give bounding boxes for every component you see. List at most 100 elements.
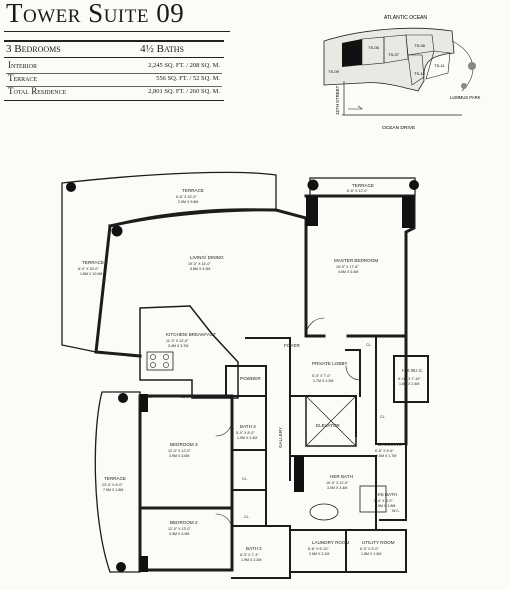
unit-tag: TS-09 [328,69,340,74]
shower [359,485,387,513]
bedroom2-dims: 12'-0" X 13'-0" [168,527,191,531]
specs-table: 3 Bedrooms 4½ Baths Interior 2,245 SQ. F… [4,40,224,101]
kitchen-wall [139,305,239,399]
terrace-metric: 2.0M X 9.8M [178,200,198,204]
elevator-shaft [305,395,357,447]
spec-label: Interior [8,60,37,70]
gallery-label: GALLERY [278,427,283,448]
living-label: LIVING/ DINING [190,255,224,260]
park-label: LUMMUS PARK [450,95,481,100]
bath2-metric: 1.9M X 2.2M [241,558,261,562]
bath3-wall [231,395,267,451]
column [140,556,148,572]
plan-title: Tower Suite 09 [6,0,185,28]
unit-outline [425,50,451,80]
wic-wall [393,355,429,403]
unit-outline [383,34,409,64]
terrace-label: TERRACE [352,183,374,188]
spec-divider [4,57,224,58]
door-swing [215,513,233,531]
laundry-dims: 8'-6" X 6'-10" [308,547,329,551]
living-dims: 19'-0" X 14'-0" [188,262,211,266]
terrace-metric: 7.0M X 1.8M [103,488,123,492]
lobby-dims: 5'-0" X 7'-0" [312,374,331,378]
spec-label: Terrace [8,73,38,83]
closet-label: CL. [380,415,386,419]
dw-label: DW [146,395,153,399]
his-bath-label: HIS BATH [376,492,397,497]
elevator-cross [305,395,357,447]
terrace-dims: 6'-6" X 12'-0" [347,189,368,193]
north-arrow-icon [348,105,363,110]
column [307,179,319,191]
lobby-metric: 1.7M X 2.2M [313,379,333,383]
street-label: 15TH STREET [335,85,340,115]
foyer-wall [245,337,357,437]
spec-row-interior: Interior 2,245 SQ. FT. / 208 SQ. M. [6,60,222,74]
dressing-dims: 6'-8" X 5'-6" [375,449,394,453]
utility-dims: 6'-0" X 5'-0" [360,547,379,551]
his-bath-dims: 5'-0" X 6'-0" [374,499,393,503]
ref-label: REF/FRZ [180,395,196,399]
spec-row-total: Total Residence 2,801 SQ. FT. / 260 SQ. … [6,86,222,99]
wc-label: W.C. [392,509,400,513]
spec-row-terrace: Terrace 556 SQ. FT. / 52 SQ. M. [6,73,222,87]
bedroom3-label: BEDROOM 3 [170,442,198,447]
foyer-label: FOYER [284,343,301,348]
bath2-wall [231,525,291,579]
closet-wall [231,449,267,491]
master-metric: 4.6M X 5.4M [338,270,358,274]
burner-icon [163,354,169,360]
cooktop [146,351,174,371]
bedrooms-count: 3 Bedrooms [6,43,61,55]
baths-count: 4½ Baths [140,43,184,55]
spec-value: 556 SQ. FT. / 52 SQ. M. [156,75,220,82]
unit-tag: TS-10 [414,71,426,76]
closet-wall [231,489,267,527]
unit-tag: TS-07 [388,52,400,57]
elevator-label: ELEVATOR [316,423,340,428]
living-wall [108,208,308,338]
spec-label: Total Residence [8,86,67,96]
door-swing [305,317,325,337]
door-swing [345,365,361,381]
closet-label: CL. [242,477,248,481]
key-plan: ATLANTIC OCEAN TS-06 TS-07 TS-08 TS-09 T… [323,15,481,131]
unit-tag: TS-06 [368,45,380,50]
dressing-label: DRESSING [378,442,402,447]
laundry-wall [289,529,347,573]
tree-icon [461,83,467,89]
title-rule [4,31,230,32]
bath3-metric: 1.5M X 2.4M [237,436,257,440]
column [294,456,304,492]
ocean-drive-label: OCEAN DRIVE [382,125,415,131]
his-bath-metric: 1.5M X 1.8M [375,504,395,508]
her-bath-dims: 10'-0" X 11'-0" [326,481,349,485]
column [140,394,148,412]
terrace-metric: 2.0M X 3.7M [349,194,369,198]
lobby-wall [345,349,361,397]
bath2-label: BATH 2 [246,546,262,551]
kitchen-label: KITCHEN/ BREAKFAST [166,332,216,337]
burner-icon [150,354,156,360]
dressing-metric: 2.0M X 1.7M [376,454,396,458]
bath3-label: BATH 3 [240,424,256,429]
bottom-terrace-outline [94,391,141,573]
master-dims: 15'-0" X 17'-8" [336,265,359,269]
terrace-label: TERRACE [82,260,104,265]
powder-wall [225,365,267,397]
column [402,196,414,228]
terrace-dims: 6'-6" X 32'-0" [176,195,197,199]
bedroom2-wall [138,506,234,572]
burner-icon [150,362,156,368]
bedroom2-label: BEDROOM 2 [170,520,198,525]
master-wall [304,194,416,338]
her-bath-wall [289,455,377,531]
her-bath-label: HER BATH [330,474,353,479]
closet-label: CL. [244,515,250,519]
column [116,562,126,572]
spec-value: 2,245 SQ. FT. / 208 SQ. M. [148,62,220,69]
laundry-label: LAUNDRY ROOM [312,540,350,545]
kitchen-dims: 11'-0" X 12'-0" [166,339,189,343]
